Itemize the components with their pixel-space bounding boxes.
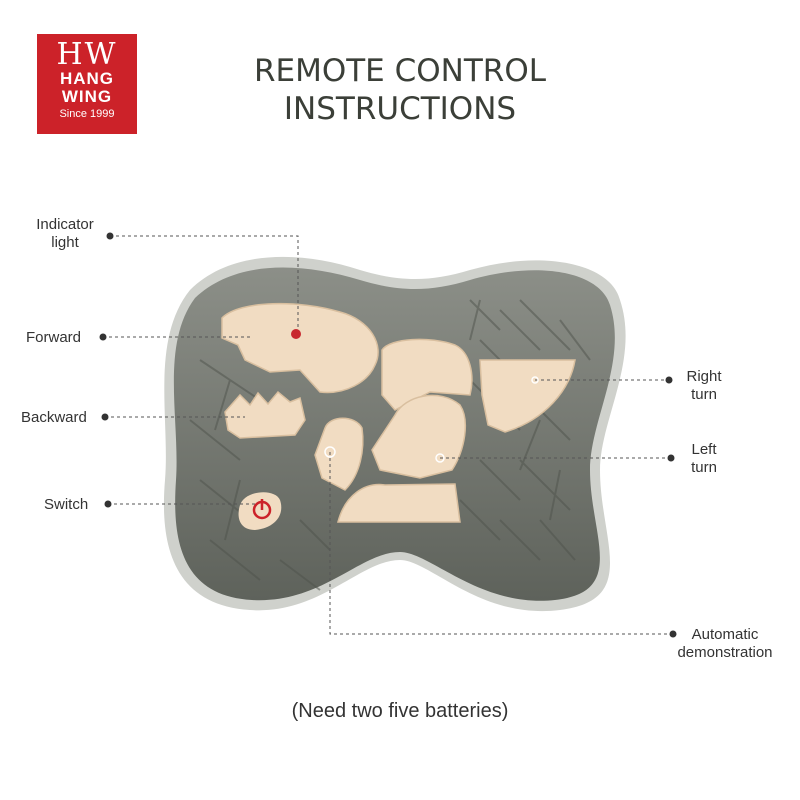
brand-line1: HANG	[59, 69, 115, 88]
callout-dots	[99, 232, 677, 638]
label-automatic-demonstration: Automatic demonstration	[664, 626, 786, 662]
label-backward: Backward	[21, 409, 87, 426]
label-left-line1: Left	[691, 441, 717, 458]
brand-line2: WING	[61, 87, 113, 106]
label-right-turn: Right turn	[676, 368, 732, 404]
power-switch[interactable]	[238, 492, 282, 530]
remote-texture	[189, 299, 591, 591]
callout-lines	[103, 235, 672, 635]
label-forward: Forward	[26, 329, 82, 346]
label-switch: Switch	[44, 496, 89, 513]
center-body-piece	[381, 338, 473, 411]
forward-button[interactable]	[221, 302, 379, 394]
target-rings	[324, 376, 539, 463]
auto-demo-button[interactable]	[314, 417, 364, 491]
label-auto-line1: Automatic	[691, 626, 759, 643]
label-indicator-line1: Indicator	[36, 216, 94, 233]
label-indicator-light: Indicator light	[24, 216, 106, 252]
label-left-line2: turn	[691, 459, 717, 476]
remote-buttons	[221, 302, 576, 523]
title-line1: REMOTE CONTROL	[253, 53, 547, 89]
left-turn-button[interactable]	[371, 394, 467, 479]
brand-mark: HW	[56, 37, 118, 72]
label-indicator-line2: light	[51, 234, 79, 251]
label-right-line1: Right	[686, 368, 722, 385]
label-left-turn: Left turn	[676, 441, 732, 477]
battery-note: (Need two five batteries)	[291, 700, 509, 722]
label-auto-line2: demonstration	[677, 644, 773, 661]
title-line2: INSTRUCTIONS	[283, 91, 517, 127]
page-title: REMOTE CONTROL INSTRUCTIONS	[0, 52, 800, 128]
backward-button[interactable]	[224, 390, 306, 439]
brand-since: Since 1999	[59, 108, 115, 120]
indicator-light	[291, 329, 301, 339]
right-turn-button[interactable]	[479, 359, 576, 433]
label-right-line2: turn	[691, 386, 717, 403]
brand-logo: HW HANG WING Since 1999	[37, 34, 137, 134]
bottom-piece	[337, 483, 461, 523]
